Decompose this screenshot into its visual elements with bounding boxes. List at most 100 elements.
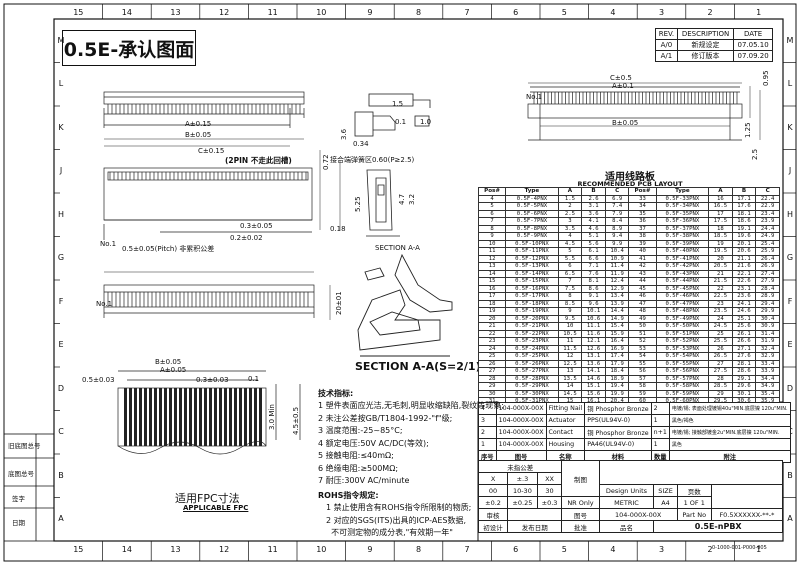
layout-cell: 0.5F-33PNX — [655, 194, 710, 203]
dim-525: 5.25 — [354, 196, 362, 212]
layout-cell: 55 — [628, 359, 657, 368]
layout-cell: 0.5F-6PNX — [505, 209, 559, 218]
tol-grid: SIZE — [653, 484, 678, 497]
layout-cell: 32.4 — [755, 344, 780, 353]
layout-header: A — [557, 187, 583, 196]
grid-column-label: 13 — [170, 545, 181, 554]
layout-cell: 29 — [477, 382, 507, 391]
layout-cell: 6.1 — [581, 247, 606, 256]
layout-cell: 27 — [708, 359, 733, 368]
layout-cell: 16.4 — [604, 337, 630, 346]
rev-header: DATE — [733, 28, 773, 40]
tech-heading: 技术指标: — [318, 389, 354, 398]
layout-cell: 15.1 — [581, 382, 606, 391]
layout-cell: 38 — [628, 232, 657, 241]
layout-cell: 24.4 — [755, 224, 780, 233]
layout-cell: 14 — [477, 269, 507, 278]
layout-cell: 12.9 — [604, 284, 630, 293]
layout-cell: 0.5F-25PNX — [505, 352, 559, 361]
layout-cell: 25.4 — [755, 239, 780, 248]
grid-column-label: 2 — [707, 8, 713, 17]
layout-cell: 14.5 — [557, 389, 583, 398]
dim-b: B±0.05 — [185, 131, 212, 139]
no1-label-b: No.1 — [100, 240, 117, 248]
layout-cell: 27.5 — [708, 367, 733, 376]
layout-cell: 0.5F-42PNX — [655, 262, 710, 271]
layout-cell: 0.5F-11PNX — [505, 247, 559, 256]
layout-cell: 9 — [557, 307, 583, 316]
layout-cell: 54 — [628, 352, 657, 361]
layout-cell: 16 — [477, 284, 507, 293]
layout-cell: 2.6 — [581, 194, 606, 203]
layout-cell: 53 — [628, 344, 657, 353]
tol-grid: 30 — [536, 484, 563, 497]
rev-header: REV. — [655, 28, 678, 40]
layout-cell: 8.9 — [604, 224, 630, 233]
layout-cell: 23 — [708, 299, 733, 308]
grid-row-label: H — [786, 209, 793, 219]
layout-cell: 23 — [477, 337, 507, 346]
layout-cell: 24.5 — [708, 322, 733, 331]
layout-cell: 30.9 — [755, 322, 780, 331]
layout-cell: 29.6 — [731, 382, 757, 391]
layout-cell: 9 — [477, 232, 507, 241]
fpc-dim-05: 0.5±0.03 — [82, 376, 115, 384]
layout-cell: 8.4 — [604, 217, 630, 226]
layout-cell: 0.5F-50PNX — [655, 322, 710, 331]
layout-cell: 13 — [557, 367, 583, 376]
layout-cell: 8 — [477, 224, 507, 233]
layout-cell: 13.1 — [581, 352, 606, 361]
grid-row-label: J — [788, 166, 792, 176]
layout-cell: 1.5 — [557, 194, 583, 203]
layout-cell: 17.1 — [731, 194, 757, 203]
section-view-small — [366, 169, 400, 237]
layout-cell: 3 — [557, 217, 583, 226]
bom-cell: Housing — [545, 438, 586, 451]
bom-cell: 铜 Phosphor Bronze — [584, 402, 652, 415]
layout-header: Pos# — [477, 187, 507, 196]
grid-row-label: A — [58, 514, 64, 524]
layout-cell: 19.1 — [731, 224, 757, 233]
layout-cell: 20 — [708, 254, 733, 263]
layout-cell: 17.5 — [708, 217, 733, 226]
layout-cell: 0.5F-41PNX — [655, 254, 710, 263]
section-label-small: SECTION A-A — [375, 244, 420, 252]
layout-cell: 26.1 — [731, 329, 757, 338]
layout-cell: 7.4 — [604, 202, 630, 211]
layout-cell: 26 — [477, 359, 507, 368]
layout-cell: 59 — [628, 389, 657, 398]
layout-cell: 30.1 — [731, 389, 757, 398]
layout-cell: 40 — [628, 247, 657, 256]
layout-cell: 0.5F-24PNX — [505, 344, 559, 353]
layout-header: A — [708, 187, 733, 196]
grid-row-label: K — [787, 122, 793, 132]
layout-cell: 12.1 — [581, 337, 606, 346]
connector-plan-view — [103, 167, 313, 240]
layout-cell: 0.5F-36PNX — [655, 217, 710, 226]
layout-cell: 0.5F-18PNX — [505, 299, 559, 308]
tol-grid: 10-30 — [507, 484, 538, 497]
dim-25: 2.5 — [751, 148, 759, 160]
layout-cell: 11.5 — [557, 344, 583, 353]
layout-cell: 0.5F-43PNX — [655, 269, 710, 278]
layout-cell: 0.5F-34PNX — [655, 202, 710, 211]
grid-column-label: 15 — [73, 8, 84, 17]
bom-cell: 黑色 — [668, 438, 791, 451]
grid-column-label: 12 — [219, 8, 230, 17]
layout-cell: 4 — [557, 232, 583, 241]
layout-table-subtitle: RECOMMENDED PCB LAYOUT — [577, 180, 683, 188]
layout-cell: 0.5F-8PNX — [505, 224, 559, 233]
layout-cell: 26 — [708, 344, 733, 353]
layout-cell: 57 — [628, 374, 657, 383]
grid-row-label: E — [58, 340, 64, 350]
layout-cell: 5.6 — [581, 239, 606, 248]
layout-cell: 26.6 — [731, 337, 757, 346]
layout-cell: 24 — [708, 314, 733, 323]
